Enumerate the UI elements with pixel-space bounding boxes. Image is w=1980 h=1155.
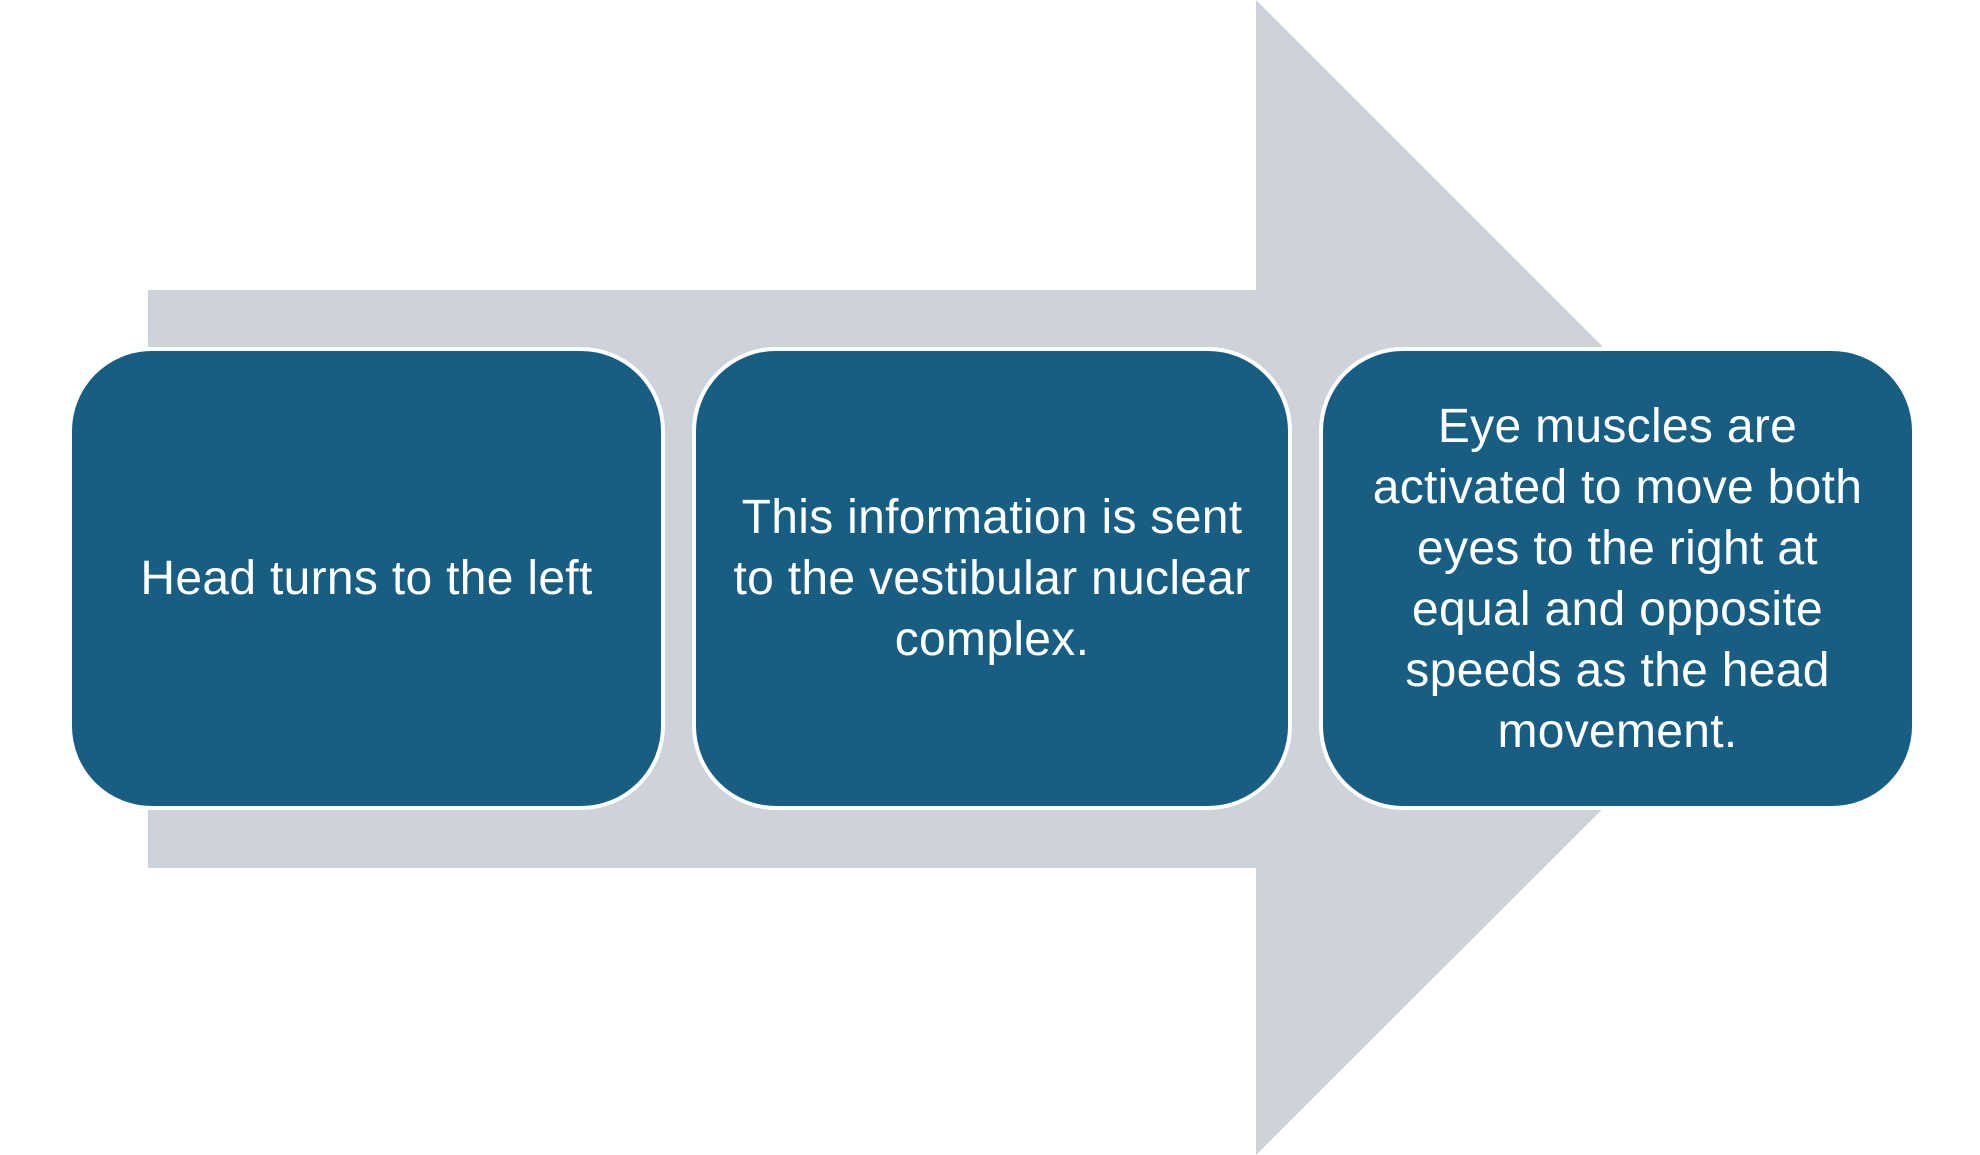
step-2-text: This information is sent to the vestibul… — [733, 491, 1251, 666]
step-box-1: Head turns to the left — [68, 347, 665, 810]
step-1-text: Head turns to the left — [140, 552, 593, 605]
step-box-3: Eye muscles are activated to move both e… — [1319, 347, 1916, 810]
step-3-text: Eye muscles are activated to move both e… — [1372, 399, 1863, 758]
step-box-2: This information is sent to the vestibul… — [692, 347, 1292, 810]
